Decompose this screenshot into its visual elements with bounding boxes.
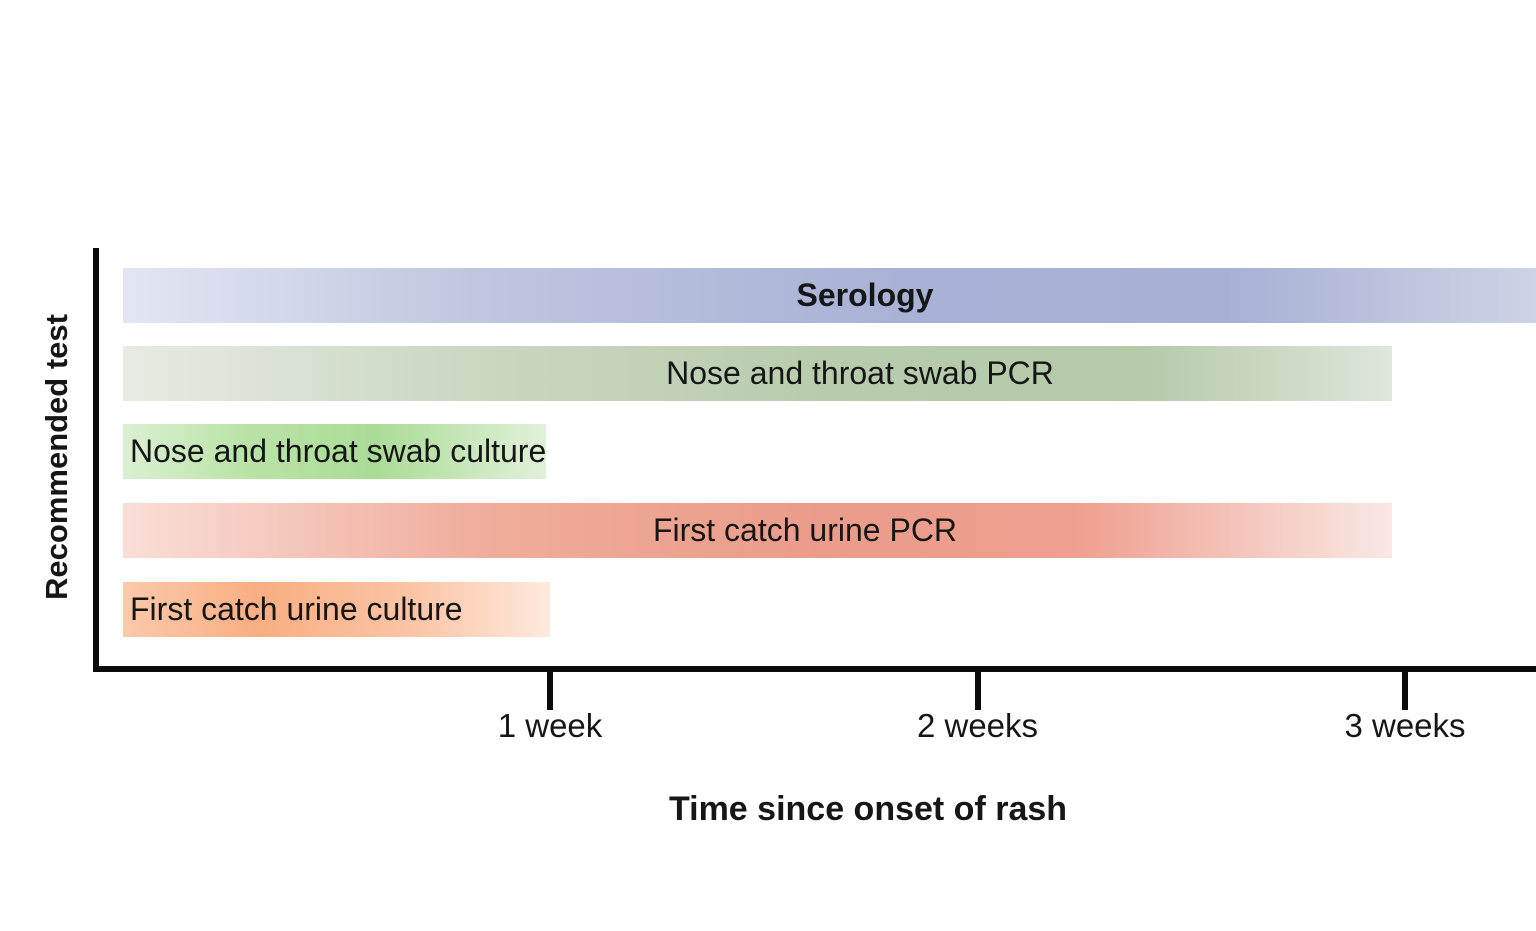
bar-row-first-catch-urine-pcr: First catch urine PCR: [118, 503, 1536, 558]
bar-row-first-catch-urine-culture: First catch urine culture: [118, 582, 1536, 637]
bar-row-nose-throat-swab-pcr: Nose and throat swab PCR: [118, 346, 1536, 401]
x-tick-2-weeks: [974, 670, 981, 710]
x-tick-3-weeks: [1402, 670, 1408, 710]
bar-label-first-catch-urine-pcr: First catch urine PCR: [652, 512, 958, 548]
x-axis-title: Time since onset of rash: [668, 790, 1068, 828]
bar-first-catch-urine-culture: [122, 582, 550, 637]
bar-row-serology: Serology: [118, 268, 1536, 323]
x-tick-label-1-week: 1 week: [497, 707, 603, 744]
bar-label-nose-throat-swab-culture: Nose and throat swab culture: [130, 433, 547, 469]
bar-serology: [122, 268, 1536, 323]
bar-label-first-catch-urine-culture: First catch urine culture: [130, 591, 463, 627]
bar-label-serology: Serology: [796, 277, 934, 313]
bar-nose-throat-swab-culture: [122, 424, 546, 479]
x-tick-label-3-weeks: 3 weeks: [1344, 707, 1466, 744]
bar-row-nose-throat-swab-culture: Nose and throat swab culture: [118, 424, 1536, 479]
bar-label-nose-throat-swab-pcr: Nose and throat swab PCR: [666, 355, 1054, 391]
bar-first-catch-urine-pcr: [122, 503, 1393, 558]
x-tick-1-week: [547, 670, 553, 710]
y-axis-line: [93, 248, 99, 672]
x-tick-label-2-weeks: 2 weeks: [916, 707, 1039, 744]
bar-nose-throat-swab-pcr: [122, 346, 1393, 401]
y-axis-title: Recommended test: [39, 314, 74, 600]
x-axis-line: [93, 666, 1536, 672]
